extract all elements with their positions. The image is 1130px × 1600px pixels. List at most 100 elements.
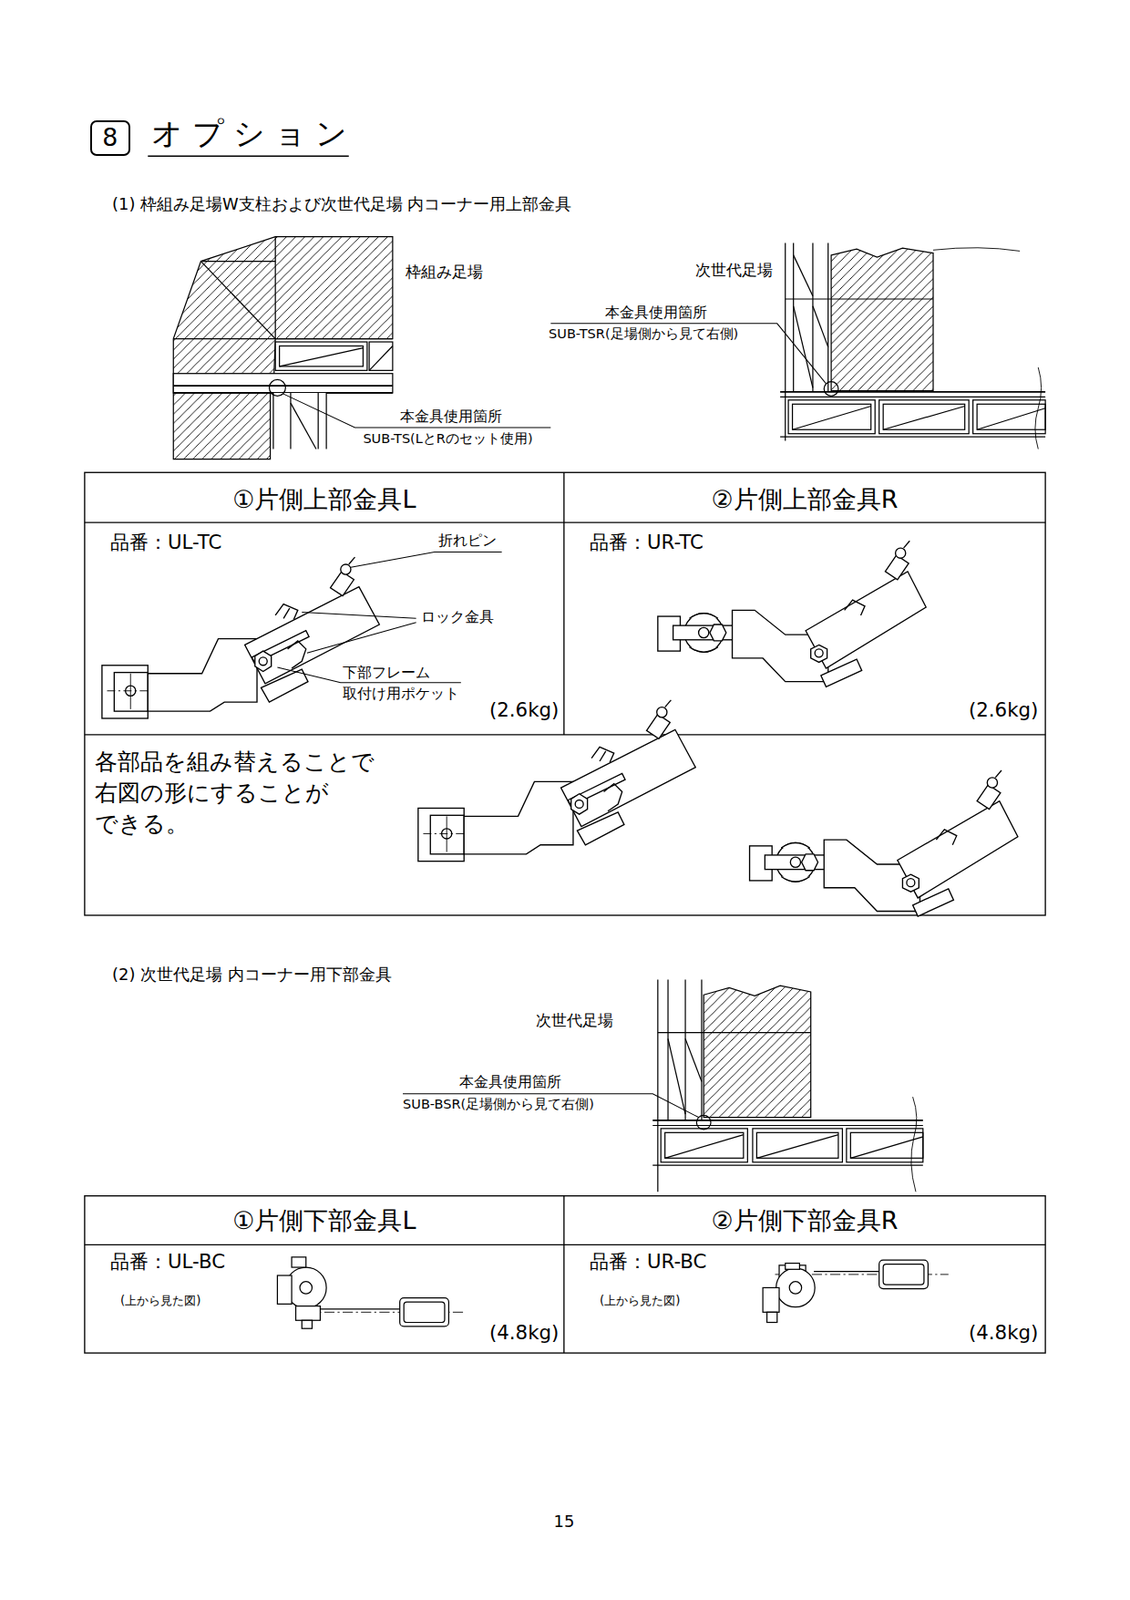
- top-right-scaffold-figure-part: [792, 242, 794, 391]
- figure-label: 枠組み足場: [405, 263, 483, 281]
- top-right-scaffold-figure-part: [933, 247, 1020, 252]
- callout-label: 本金具使用箇所: [459, 1073, 562, 1090]
- top-right-scaffold-figure-part: [879, 400, 969, 434]
- table-header: ②片側上部金具R: [711, 485, 899, 514]
- top-right-scaffold-figure-part: [973, 400, 1046, 434]
- part-name: 折れピン: [438, 532, 497, 549]
- bottom-scaffold-figure-part: [703, 1031, 812, 1033]
- top-right-scaffold-figure-part: [1035, 367, 1042, 450]
- callout-label: SUB-BSR(足場側から見て右側): [402, 1096, 595, 1112]
- bottom-scaffold-figure-part: [696, 1114, 711, 1130]
- bracket-ul-bc-part: [403, 1301, 445, 1322]
- bottom-scaffold-figure-part: [756, 1134, 839, 1159]
- top-left-scaffold-figure-part: [279, 345, 364, 366]
- technical-drawing-part: [102, 556, 380, 719]
- top-left-scaffold-figure-part: [200, 260, 276, 262]
- top-right-scaffold-figure-part: [827, 242, 829, 391]
- table-upper: [84, 472, 1046, 915]
- bottom-scaffold-figure-part: [911, 1096, 917, 1192]
- top-left-scaffold-figure-part: [200, 261, 276, 339]
- bracket-ul-bc-part: [301, 1319, 312, 1328]
- leader-lines-part: [307, 622, 417, 654]
- top-left-scaffold-figure-part: [173, 338, 393, 339]
- table-header: ②片側下部金具R: [711, 1206, 899, 1235]
- bottom-scaffold-figure-part: [657, 1031, 704, 1033]
- leader-lines: [277, 552, 502, 683]
- top-left-scaffold-figure-part: [369, 341, 393, 370]
- bottom-scaffold-figure-part: [402, 1093, 699, 1118]
- bottom-scaffold-figure-part: [657, 978, 658, 1192]
- weight: (2.6kg): [968, 698, 1038, 721]
- bracket-ul-bc: [277, 1256, 464, 1328]
- weight: (2.6kg): [489, 698, 559, 721]
- view-note: (上から見た図): [120, 1293, 201, 1307]
- title-underline: [147, 155, 349, 158]
- bracket-ur-bc-part: [813, 1270, 880, 1272]
- bottom-scaffold-figure-part: [660, 1128, 748, 1162]
- section-heading: (1) 枠組み足場W支柱および次世代足場 内コーナー用上部金具: [112, 195, 572, 215]
- part-number: 品番：UL-TC: [110, 531, 222, 554]
- table-upper-part: [84, 733, 1046, 735]
- bottom-scaffold-figure-part: [685, 1037, 702, 1081]
- weight: (4.8kg): [968, 1321, 1038, 1344]
- bottom-scaffold-figure: [402, 978, 924, 1192]
- top-left-scaffold-figure-part: [318, 392, 319, 450]
- callout-label: 本金具使用箇所: [605, 304, 708, 321]
- top-right-scaffold-figure-part: [883, 406, 966, 431]
- bracket-ur-bc: [762, 1259, 949, 1322]
- top-left-scaffold-figure-part: [369, 345, 393, 370]
- bracket-ur-bc-part: [762, 1286, 780, 1312]
- bracket-ul-bc-part: [277, 1274, 292, 1304]
- table-lower: [84, 1195, 1046, 1353]
- table-upper-part: [563, 472, 565, 735]
- bottom-scaffold-figure-part: [652, 1124, 924, 1126]
- bottom-scaffold-figure-part: [752, 1128, 843, 1162]
- top-left-scaffold-figure-part: [283, 393, 551, 428]
- top-right-scaffold-figure-part: [792, 403, 872, 430]
- bracket-ur-bc-part: [879, 1259, 929, 1288]
- top-right-scaffold-figure-part: [811, 242, 813, 391]
- bottom-scaffold-figure-part: [652, 1164, 924, 1166]
- bracket-ur-bc-part: [785, 1263, 801, 1270]
- bottom-scaffold-figure-part: [652, 1119, 924, 1121]
- bracket-ur-bc-part: [776, 1267, 816, 1307]
- top-right-scaffold-figure: [550, 242, 1046, 449]
- table-lower-part: [563, 1195, 565, 1353]
- bracket-ur-bc-part: [883, 1263, 925, 1285]
- view-note: (上から見た図): [599, 1293, 680, 1307]
- bottom-scaffold-figure-part: [665, 1131, 744, 1158]
- bottom-scaffold-figure-part: [703, 985, 812, 1117]
- section-number: 8: [102, 125, 118, 151]
- figure-label: 次世代足場: [535, 1011, 614, 1029]
- table-lower-part: [84, 1195, 1046, 1353]
- top-left-scaffold-figure-part: [173, 373, 393, 393]
- bottom-scaffold-figure-part: [700, 978, 702, 1120]
- top-right-scaffold-figure-part: [883, 403, 966, 430]
- bracket-ul-bc-part: [316, 1307, 401, 1309]
- callout-label: 本金具使用箇所: [400, 408, 503, 425]
- table-lower-part: [84, 1243, 1046, 1245]
- bottom-scaffold-figure-part: [665, 1134, 744, 1159]
- top-right-scaffold-figure-part: [780, 435, 1046, 437]
- top-left-scaffold-figure-part: [289, 392, 291, 450]
- bracket-ul-bc-part: [296, 1305, 321, 1321]
- part-name: 下部フレーム: [342, 664, 431, 681]
- top-left-scaffold-figure-part: [272, 392, 274, 450]
- bracket-ur-bc-part: [767, 1311, 778, 1322]
- callout-label: SUB-TS(LとRのセット使用): [362, 431, 533, 447]
- top-right-scaffold-figure-part: [831, 247, 934, 391]
- top-left-scaffold-figure-part: [275, 341, 368, 370]
- bracket-ul-bc-part: [400, 1297, 450, 1326]
- part-number: 品番：UR-BC: [589, 1250, 708, 1273]
- top-left-scaffold-figure-part: [290, 402, 317, 449]
- table-header: ①片側上部金具L: [232, 485, 416, 514]
- bracket-ur-bc-part: [789, 1281, 802, 1294]
- top-right-scaffold-figure-part: [788, 400, 875, 434]
- top-left-scaffold-figure-part: [268, 379, 286, 396]
- technical-drawing-part: [657, 540, 926, 687]
- section-title: オプション: [151, 116, 357, 153]
- top-left-scaffold-figure-part: [173, 236, 393, 460]
- page-number: 15: [554, 1511, 576, 1531]
- top-right-scaffold-figure-part: [823, 381, 839, 397]
